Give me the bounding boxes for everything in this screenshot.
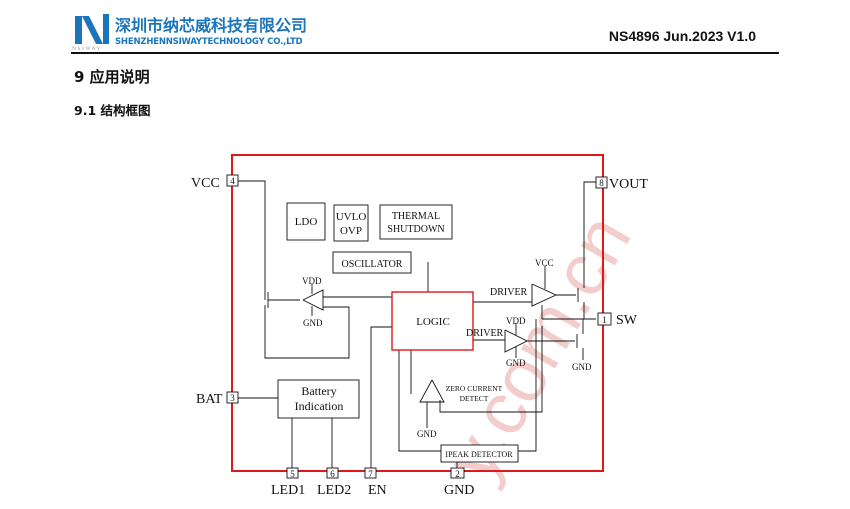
oscillator-label: OSCILLATOR: [342, 259, 403, 270]
section-subtitle: 9.1 结构框图: [74, 103, 151, 118]
company-name-cn: 深圳市纳芯威科技有限公司: [115, 16, 308, 35]
document-id: NS4896 Jun.2023 V1.0: [608, 28, 756, 44]
vcc-small-label: VCC: [535, 258, 554, 268]
pin-num-gnd: 2: [455, 469, 460, 479]
company-name-en: SHENZHENNSIWAYTECHNOLOGY CO.,LTD: [115, 37, 303, 47]
pin-box-vout: [595, 176, 608, 189]
shutdown-label: SHUTDOWN: [387, 224, 444, 235]
ovp-label: OVP: [340, 225, 362, 237]
pin-box-led1: [286, 467, 299, 479]
pin-label-led2: LED2: [317, 483, 351, 498]
logo-shape-diag: [82, 16, 103, 44]
logic-label: LOGIC: [416, 316, 450, 328]
pin-num-en: 7: [368, 469, 373, 479]
pin-box-gnd: [450, 467, 465, 479]
detect-label: DETECT: [460, 394, 489, 403]
gnd-right-label: GND: [506, 358, 526, 368]
pin-box-en: [364, 467, 377, 479]
battery-label: Battery: [301, 384, 336, 398]
ldo-block: [286, 202, 326, 241]
gnd-zero-label: GND: [417, 429, 437, 439]
section-title: 9 应用说明: [74, 68, 150, 86]
wire-vcc: [238, 180, 266, 300]
brand-name: NSIWAY: [72, 46, 102, 52]
pin-num-vcc: 4: [230, 176, 235, 186]
logo-shape-left: [75, 16, 82, 44]
pin-label-sw: SW: [616, 313, 638, 328]
thermal-shutdown-block: [379, 204, 453, 240]
pin-box-bat: [226, 391, 239, 404]
pin-label-vcc: VCC: [191, 176, 220, 191]
uvlo-label: UVLO: [336, 211, 367, 223]
ipeak-detector-block: [440, 444, 519, 463]
ldo-label: LDO: [295, 216, 318, 228]
oscillator-block: [332, 251, 412, 274]
ipeak-label: IPEAK DETECTOR: [445, 450, 513, 459]
thermal-label: THERMAL: [392, 211, 440, 222]
pin-box-led2: [326, 467, 339, 479]
logic-block: [391, 291, 474, 351]
pin-box-sw: [597, 312, 612, 326]
uvlo-ovp-block: [333, 204, 369, 242]
indication-label: Indication: [295, 399, 344, 413]
gnd-left-label: GND: [303, 318, 323, 328]
vdd-right-label: VDD: [506, 316, 526, 326]
pin-label-en: EN: [368, 483, 387, 498]
vdd-left-label: VDD: [302, 276, 322, 286]
gnd-sw-label: GND: [572, 362, 592, 372]
pin-num-bat: 3: [230, 393, 235, 403]
pin-num-sw: 1: [602, 315, 607, 325]
pin-num-led2: 6: [330, 469, 335, 479]
pin-label-bat: BAT: [196, 392, 223, 407]
pin-label-gnd: GND: [444, 483, 474, 498]
pin-label-vout: VOUT: [609, 177, 648, 192]
pin-num-vout: 8: [599, 178, 604, 188]
driver-top-label: DRIVER: [490, 287, 528, 298]
wire-vcc-left: [264, 305, 350, 359]
logo-shape-right: [103, 14, 109, 44]
pin-box-vcc: [226, 174, 239, 187]
pin-label-led1: LED1: [271, 483, 305, 498]
battery-indication-block: [277, 379, 360, 419]
zero-current-label: ZERO CURRENT: [446, 384, 503, 393]
driver-bottom-label: DRIVER: [466, 328, 504, 339]
header-logo: [75, 14, 109, 44]
header-rule: [71, 52, 779, 54]
pin-num-led1: 5: [290, 469, 295, 479]
